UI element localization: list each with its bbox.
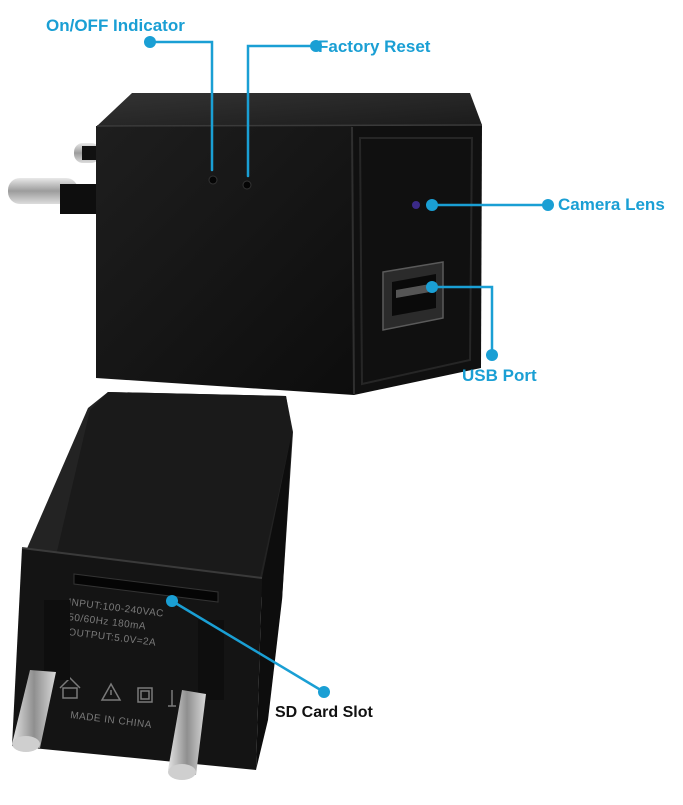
usb-port: [382, 261, 444, 331]
charger-bottom-device: INPUT:100-240VAC 50/60Hz 180mA OUTPUT:5.…: [12, 392, 293, 780]
label-sd-card-slot: SD Card Slot: [275, 704, 373, 721]
recycle-icon: [168, 690, 176, 707]
on-off-indicator-hole: [208, 175, 218, 185]
callout-usb-port: [426, 281, 498, 361]
plug-prongs-bottom: [12, 600, 224, 780]
callout-factory-reset: [246, 40, 322, 178]
label-on-off-indicator: On/OFF Indicator: [46, 16, 185, 35]
label-usb-port: USB Port: [462, 366, 537, 385]
label-factory-reset: Factory Reset: [318, 37, 431, 56]
sd-card-slot: [73, 573, 219, 603]
square-icon: [137, 687, 153, 703]
camera-lens: [412, 201, 420, 209]
label-camera-lens: Camera Lens: [558, 195, 665, 214]
device-side-face: [352, 125, 482, 395]
callout-on-off-indicator: [144, 36, 214, 172]
callout-sd-card-slot: [166, 595, 330, 698]
device-left-face: [96, 126, 354, 395]
device-top-face: [97, 93, 482, 126]
warning-icon: [100, 682, 122, 701]
charger-top-device: [8, 93, 483, 395]
plug-prongs-top: [8, 143, 100, 214]
factory-reset-hole: [242, 180, 252, 190]
callout-camera-lens: [426, 199, 554, 211]
